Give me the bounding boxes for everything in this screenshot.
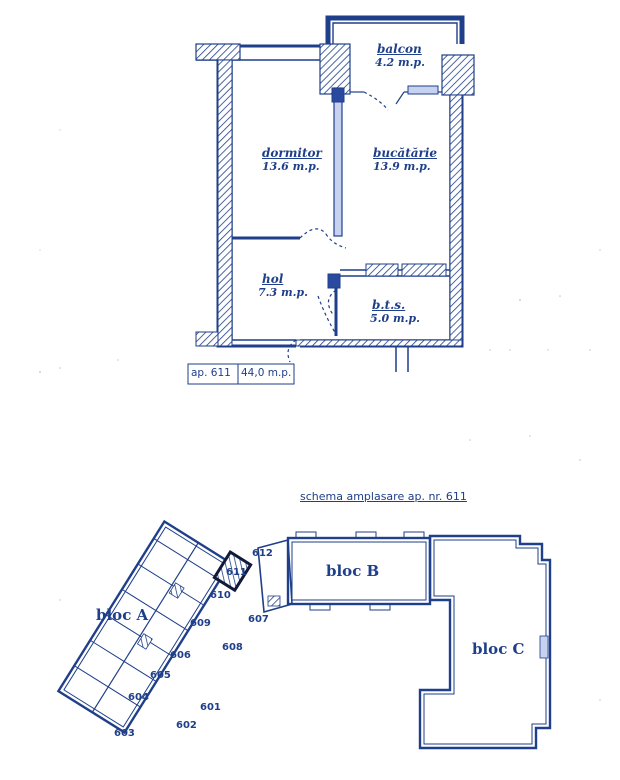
apartment-number-610: 610 bbox=[210, 590, 231, 601]
apartment-area-tag: 44,0 m.p. bbox=[241, 367, 292, 379]
room-name-bucatarie: bucătărie bbox=[373, 146, 438, 160]
bloc-c-label: bloc C bbox=[472, 640, 525, 658]
room-name-balcon: balcon bbox=[377, 42, 422, 56]
apartment-611-highlight bbox=[212, 550, 253, 593]
apartment-plan bbox=[195, 15, 475, 372]
wall-hatch-left bbox=[195, 43, 241, 61]
balcony-rail bbox=[325, 15, 465, 44]
apartment-id-tag: ap. 611 bbox=[191, 367, 231, 379]
bloc-b-label: bloc B bbox=[326, 562, 380, 580]
apartment-number-605: 605 bbox=[150, 670, 171, 681]
room-name-dormitor: dormitor bbox=[262, 146, 322, 160]
apartment-number-602: 602 bbox=[176, 720, 197, 731]
room-area-bts: 5.0 m.p. bbox=[370, 312, 420, 325]
room-area-hol: 7.3 m.p. bbox=[258, 286, 308, 299]
schema-title: schema amplasare ap. nr. 611 bbox=[300, 490, 467, 503]
bloc-a-building bbox=[56, 519, 233, 735]
bloc-a-label: bloc A bbox=[96, 606, 149, 624]
room-name-bts: b.t.s. bbox=[372, 298, 406, 312]
apartment-tag-box bbox=[187, 363, 295, 385]
wall-hatch-mid bbox=[319, 43, 351, 95]
apartment-number-603: 603 bbox=[114, 728, 135, 739]
room-name-hol: hol bbox=[262, 272, 284, 286]
apartment-number-612: 612 bbox=[252, 548, 273, 559]
room-area-balcon: 4.2 m.p. bbox=[375, 56, 425, 69]
wall-hatch-right bbox=[441, 54, 475, 96]
room-area-dormitor: 13.6 m.p. bbox=[262, 160, 320, 173]
apartment-number-611: 611 bbox=[226, 567, 247, 578]
apartment-number-608: 608 bbox=[222, 642, 243, 653]
apartment-number-609: 609 bbox=[190, 618, 211, 629]
apartment-number-607: 607 bbox=[248, 614, 269, 625]
apartment-number-606: 606 bbox=[170, 650, 191, 661]
apartment-number-604: 604 bbox=[128, 692, 149, 703]
bloc-c-building bbox=[418, 534, 552, 750]
apartment-number-601: 601 bbox=[200, 702, 221, 713]
room-area-bucatarie: 13.9 m.p. bbox=[373, 160, 431, 173]
